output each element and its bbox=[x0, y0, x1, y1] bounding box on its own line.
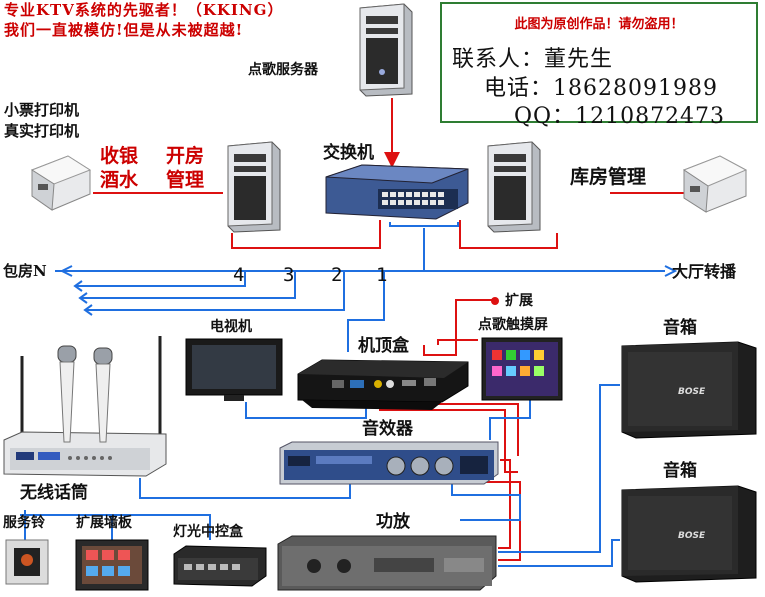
bus-arrow-right bbox=[664, 265, 678, 277]
speaker-top-label: 音箱 bbox=[663, 318, 697, 338]
expand-wall-panel-icon bbox=[75, 539, 149, 591]
blue-wires bbox=[20, 222, 678, 567]
receipt-printer-right-icon bbox=[682, 155, 748, 213]
contact-phone-row: 电话：18628091989 bbox=[484, 70, 718, 102]
amplifier-icon bbox=[277, 535, 497, 591]
bus-to-stb bbox=[347, 271, 385, 352]
expand-label: 扩展 bbox=[505, 293, 533, 309]
song-server-label: 点歌服务器 bbox=[248, 62, 318, 78]
copyright-warning: 此图为原创作品！请勿盗用！ bbox=[514, 17, 684, 32]
receipt-printer-label-1: 小票打印机 bbox=[4, 101, 80, 119]
port-3-label: 3 bbox=[283, 264, 295, 286]
set-top-box-icon bbox=[297, 359, 469, 410]
room-line-2 bbox=[85, 271, 345, 311]
light-control-box-icon bbox=[173, 545, 267, 587]
cashier-label: 收银 bbox=[100, 145, 139, 167]
tv-icon bbox=[185, 338, 283, 401]
warehouse-pc-icon bbox=[487, 141, 541, 233]
tv-to-stb-wire bbox=[245, 400, 367, 419]
contact-name-row: 联系人：董先生 bbox=[452, 41, 613, 73]
contact-qq-label: QQ： bbox=[514, 104, 576, 129]
contact-phone-label: 电话： bbox=[484, 76, 554, 101]
bar-label: 酒水 bbox=[100, 169, 139, 191]
stb-label: 机顶盒 bbox=[358, 336, 409, 356]
tv-label: 电视机 bbox=[210, 319, 252, 335]
bus-arrow-left bbox=[59, 265, 73, 277]
contact-box: 此图为原创作品！请勿盗用！ 联系人：董先生 电话：18628091989 QQ：… bbox=[440, 2, 758, 129]
switch-port-comb bbox=[389, 222, 459, 227]
open-room-label: 开房 bbox=[166, 145, 205, 167]
warehouse-label: 库房管理 bbox=[570, 166, 647, 188]
amp-to-speaker-bottom bbox=[498, 539, 620, 567]
effects-to-light bbox=[451, 484, 521, 521]
amplifier-label: 功放 bbox=[376, 512, 410, 532]
port-2-label: 2 bbox=[331, 264, 343, 286]
switch-label: 交换机 bbox=[323, 143, 374, 163]
speaker-top-icon: BOSE bbox=[621, 341, 757, 439]
song-server-tower-icon bbox=[359, 3, 413, 97]
touch-screen-icon bbox=[481, 337, 563, 401]
receipt-printer-label-2: 真实打印机 bbox=[4, 122, 80, 140]
pc-right-to-switch-wire bbox=[459, 220, 558, 249]
mic-to-effects-wire bbox=[139, 478, 351, 499]
red-wires bbox=[93, 98, 690, 561]
expand-wall-label: 扩展墙板 bbox=[76, 515, 132, 531]
port-1-label: 1 bbox=[376, 264, 388, 286]
speaker-bottom-label: 音箱 bbox=[663, 461, 697, 481]
header-line-2: 我们一直被模仿!但是从未被超越! bbox=[4, 21, 244, 39]
speaker-top-brand: BOSE bbox=[678, 387, 706, 397]
cashier-pc-icon bbox=[227, 141, 281, 233]
contact-qq-value: 1210872473 bbox=[575, 104, 726, 129]
light-box-label: 灯光中控盒 bbox=[173, 524, 243, 540]
contact-name-value: 董先生 bbox=[544, 47, 614, 72]
pc-left-to-switch-wire bbox=[231, 220, 381, 249]
arrow-3 bbox=[78, 292, 88, 304]
touch-screen-label: 点歌触摸屏 bbox=[478, 317, 548, 333]
contact-name-label: 联系人： bbox=[452, 47, 545, 72]
touch-to-effects-wire bbox=[489, 400, 531, 440]
contact-qq-row: QQ：1210872473 bbox=[514, 98, 725, 130]
header-line-1: 专业KTV系统的先驱者！（KKING） bbox=[4, 1, 284, 19]
speaker-bottom-icon: BOSE bbox=[621, 485, 757, 583]
management-label: 管理 bbox=[166, 169, 205, 191]
effects-unit-icon bbox=[279, 441, 499, 485]
rooms-label: 包房N bbox=[3, 262, 47, 280]
wireless-mic-icon bbox=[3, 336, 167, 477]
speaker-bottom-brand: BOSE bbox=[678, 531, 706, 541]
service-bell-label: 服务铃 bbox=[3, 515, 45, 531]
effects-to-amp-wire bbox=[498, 459, 511, 549]
wireless-mic-label: 无线话筒 bbox=[20, 483, 88, 503]
amp-to-speaker-top bbox=[498, 384, 620, 553]
wall-bus bbox=[20, 514, 211, 540]
network-switch-icon bbox=[325, 164, 469, 220]
service-bell-icon bbox=[5, 539, 49, 585]
effects-label: 音效器 bbox=[362, 419, 413, 439]
receipt-printer-left-icon bbox=[30, 155, 92, 211]
stb-to-expand-wire bbox=[423, 299, 494, 356]
arrow-4 bbox=[73, 280, 83, 292]
arrow-2 bbox=[83, 304, 93, 316]
expand-dot-icon bbox=[491, 297, 499, 305]
room-line-3 bbox=[80, 271, 296, 299]
port-4-label: 4 bbox=[233, 264, 245, 286]
contact-phone-value: 18628091989 bbox=[553, 76, 718, 101]
room-line-4 bbox=[75, 271, 246, 287]
lobby-label: 大厅转播 bbox=[672, 262, 737, 281]
stb-to-touch-wire bbox=[437, 339, 478, 345]
